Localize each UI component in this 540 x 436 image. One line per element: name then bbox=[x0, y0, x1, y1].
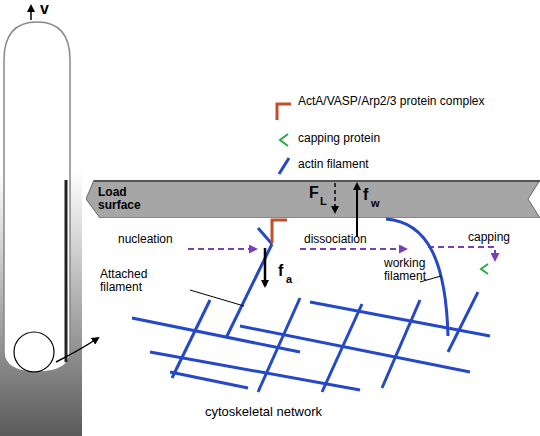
leader-line bbox=[190, 290, 244, 306]
filament-label: working filament bbox=[384, 257, 436, 283]
capping-arrow bbox=[428, 247, 495, 260]
zoom-circle bbox=[14, 332, 54, 372]
nucleation-arrow bbox=[188, 248, 256, 250]
force-subscript: a bbox=[286, 273, 292, 285]
dissociation-arrow bbox=[300, 248, 406, 250]
force-subscript: L bbox=[320, 195, 327, 207]
legend-text: actin filament bbox=[298, 158, 369, 171]
complex-symbol bbox=[277, 104, 291, 120]
velocity-arrow bbox=[30, 6, 32, 20]
bacterium bbox=[4, 22, 70, 372]
legend-text: ActA/VASP/Arp2/3 protein complex bbox=[298, 95, 485, 108]
comet-tail bbox=[0, 170, 82, 436]
force-label: f bbox=[278, 262, 283, 279]
filament-label: Attached filament bbox=[100, 268, 162, 294]
process-label: dissociation bbox=[304, 233, 367, 246]
complex-symbol bbox=[272, 220, 287, 243]
network-label: cytoskeletal network bbox=[205, 405, 322, 419]
force-label: f bbox=[363, 186, 368, 203]
cap-symbol bbox=[481, 264, 488, 274]
surface-label: Load surface bbox=[98, 186, 154, 212]
force-label: F bbox=[309, 184, 319, 201]
legend-text: capping protein bbox=[298, 132, 380, 145]
cap-symbol bbox=[280, 134, 288, 146]
network bbox=[132, 292, 490, 392]
attached-filament bbox=[226, 244, 272, 338]
process-label: nucleation bbox=[118, 233, 173, 246]
filament-symbol bbox=[279, 158, 289, 174]
force-subscript: w bbox=[371, 197, 380, 209]
attached-force-arrow bbox=[264, 248, 267, 286]
process-label: capping bbox=[468, 231, 510, 244]
velocity-label: v bbox=[40, 0, 49, 17]
zoom-arrow bbox=[56, 338, 98, 362]
